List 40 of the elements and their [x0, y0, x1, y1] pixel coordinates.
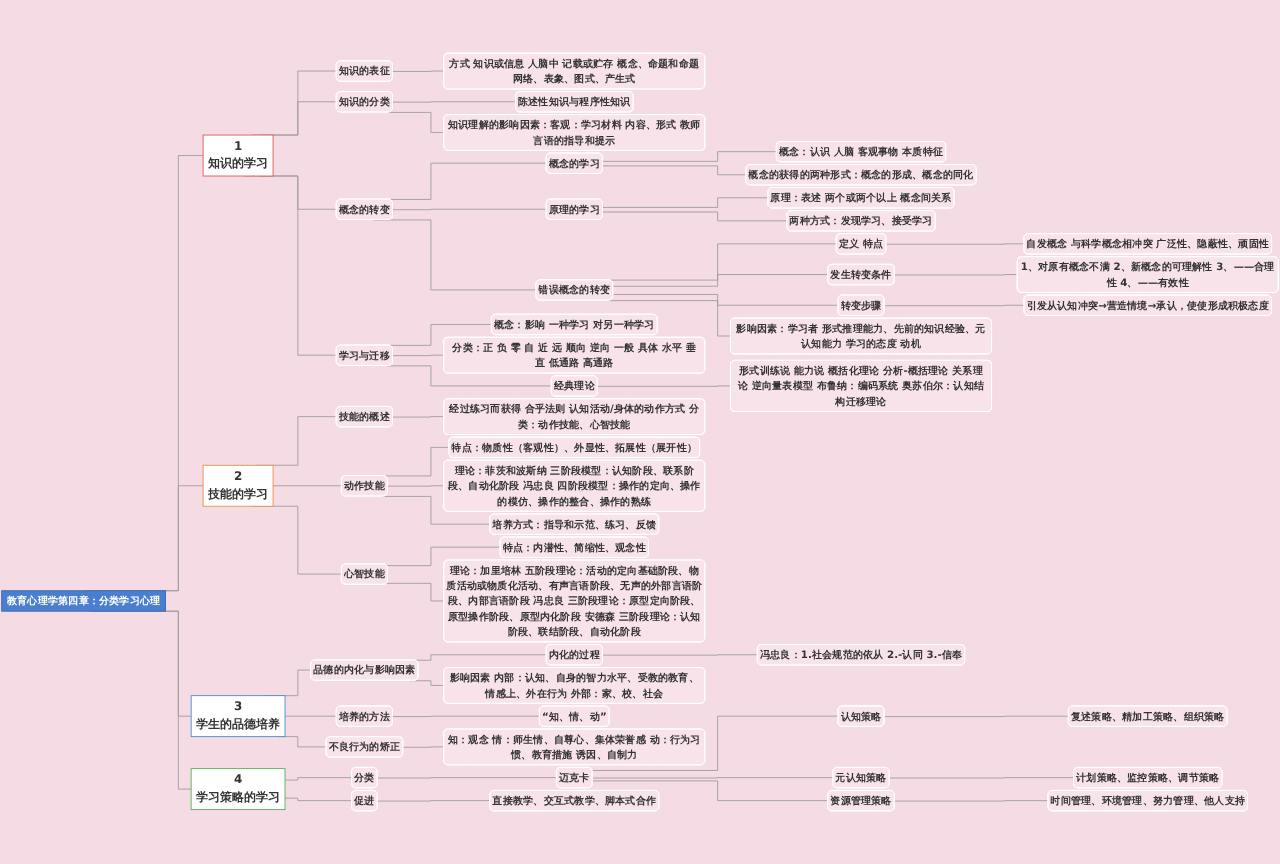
- connector: [884, 715, 1070, 717]
- connector: [602, 165, 747, 176]
- connector: [889, 777, 1075, 779]
- connector: [284, 715, 338, 717]
- connector: [392, 715, 541, 717]
- connector: [606, 300, 732, 337]
- connector: [284, 797, 353, 802]
- connector: [392, 70, 445, 72]
- connector: [386, 324, 493, 346]
- connector: [592, 777, 834, 779]
- connector: [386, 365, 553, 387]
- connector: [392, 354, 445, 357]
- connector: [602, 197, 769, 208]
- connector: [392, 101, 517, 103]
- connector: [387, 485, 445, 487]
- connector: [592, 780, 829, 802]
- connector: [602, 151, 778, 162]
- connector: [597, 385, 732, 387]
- connector: [894, 800, 1049, 802]
- connector: [602, 211, 788, 222]
- connector: [591, 715, 839, 771]
- connector: [612, 294, 839, 307]
- connector: [612, 274, 829, 287]
- connector: [377, 777, 558, 779]
- connector: [606, 243, 838, 281]
- connector: [382, 446, 450, 477]
- connector: [894, 274, 1019, 276]
- connector: [885, 243, 1025, 245]
- connector: [272, 485, 343, 487]
- connector: [386, 582, 445, 602]
- connector: [392, 208, 547, 211]
- connector: [386, 546, 501, 567]
- connector: [377, 800, 491, 802]
- connector: [402, 746, 445, 748]
- connector: [602, 654, 759, 656]
- connector: [386, 112, 445, 134]
- connector: [382, 496, 491, 525]
- connector: [884, 304, 1025, 307]
- connector: [392, 416, 445, 418]
- connector: [284, 777, 353, 781]
